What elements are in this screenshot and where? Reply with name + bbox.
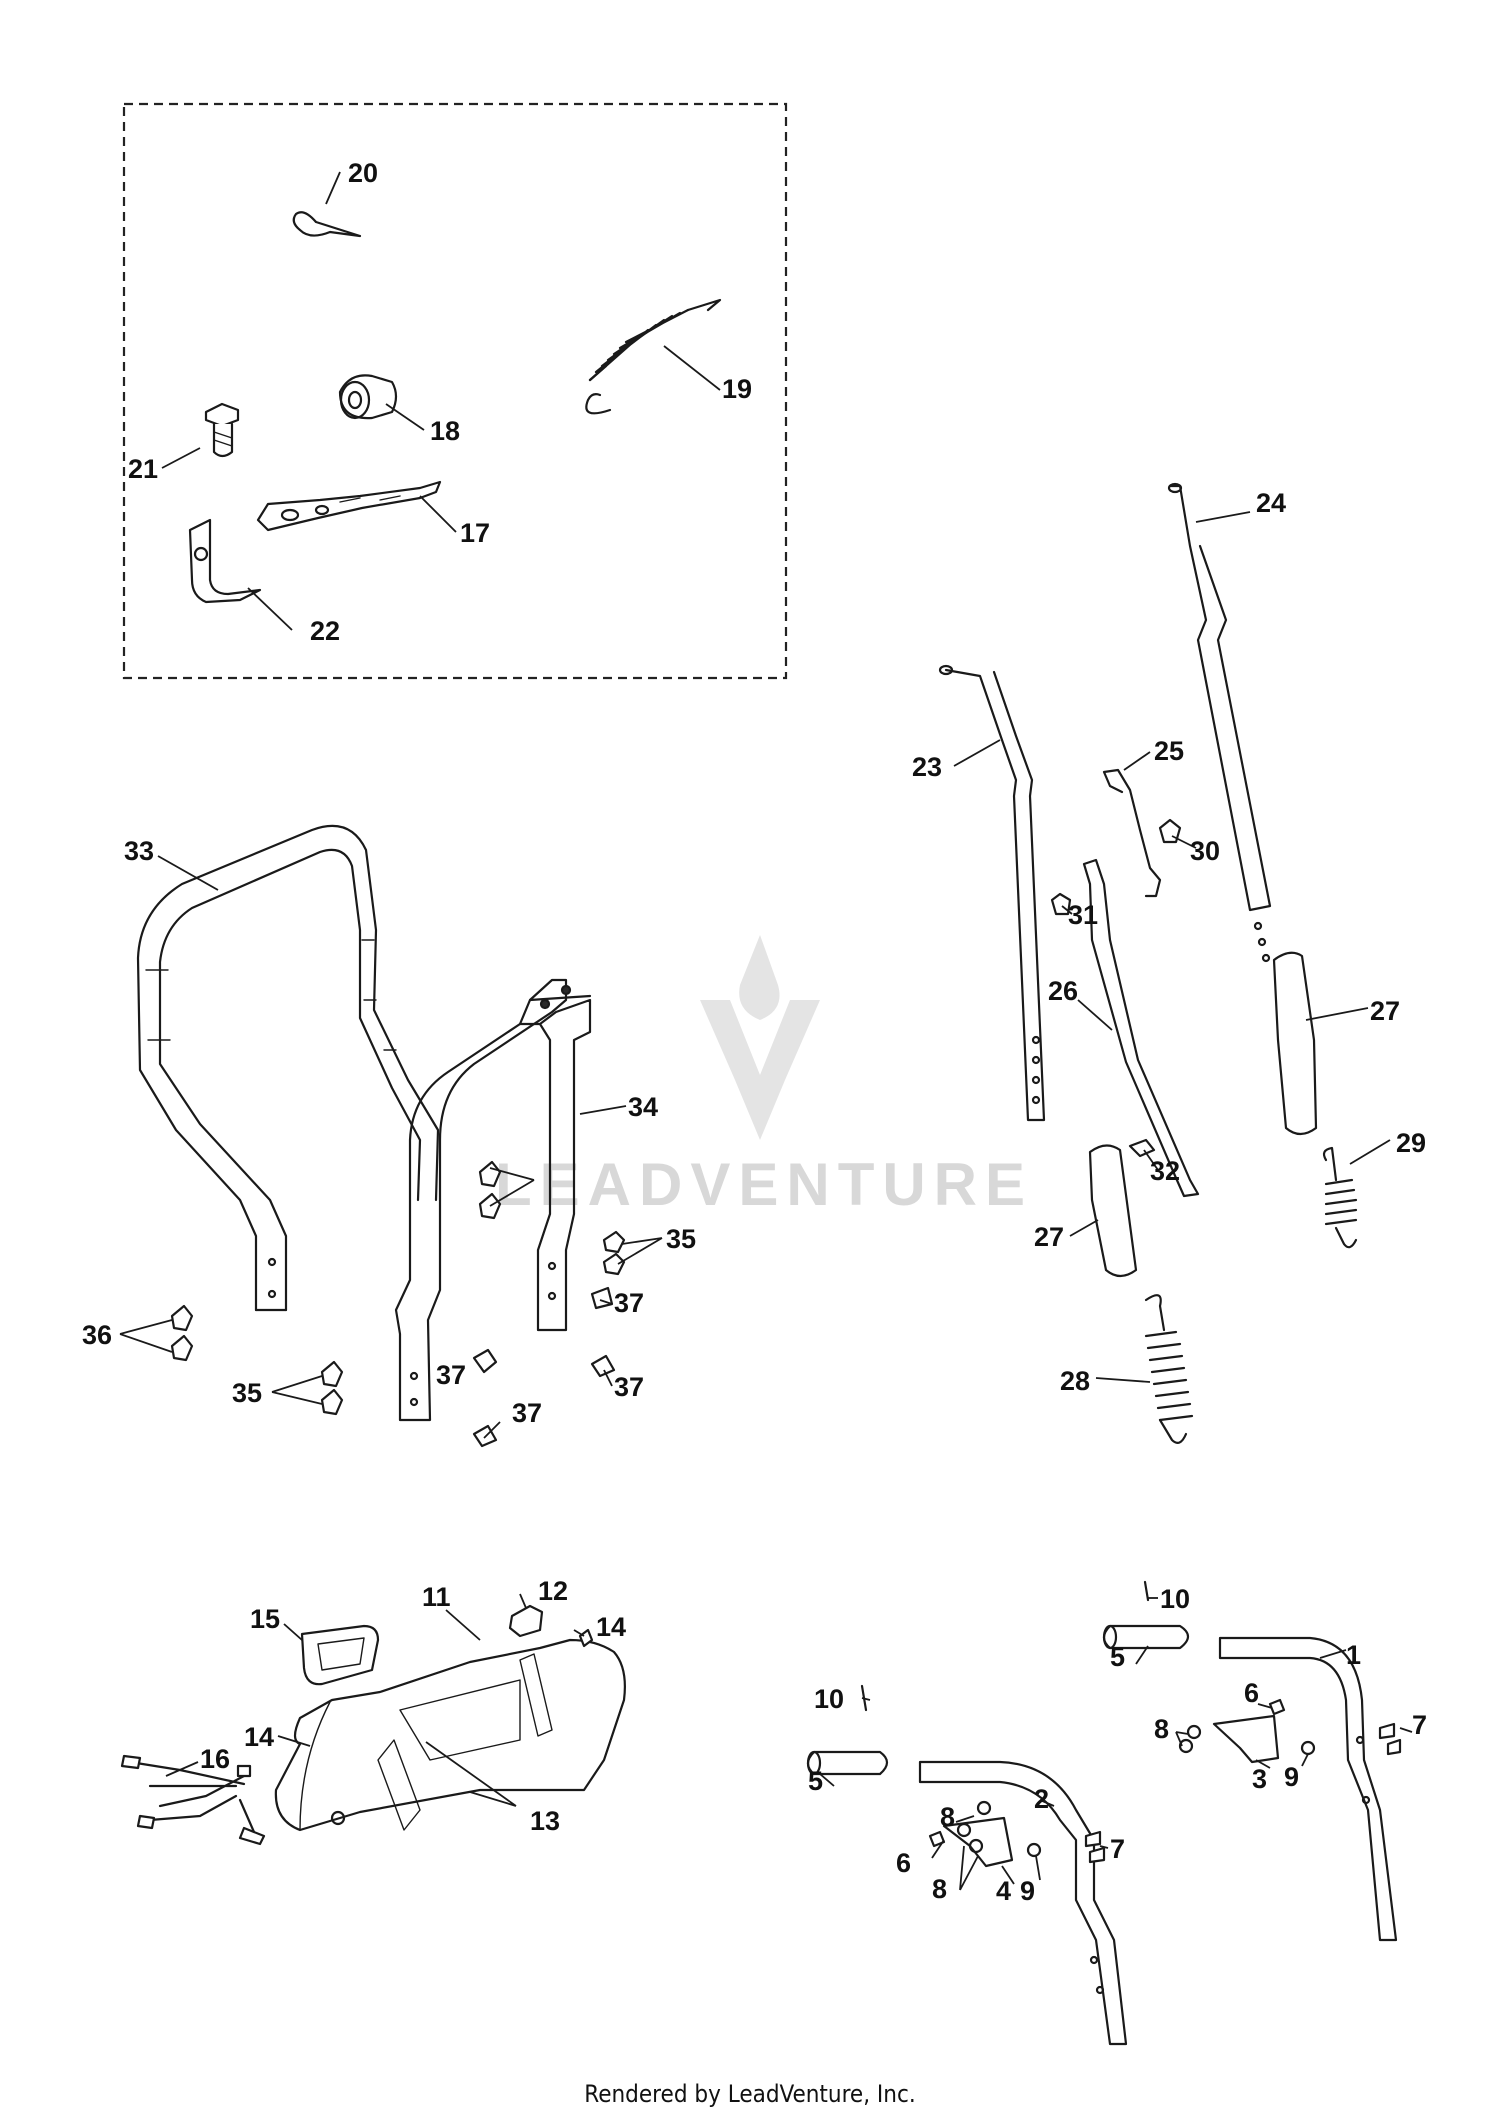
callout-9-right[interactable]: 9 [1284, 1762, 1299, 1792]
footer-rendered-by: Rendered by LeadVenture, Inc. [584, 2080, 916, 2108]
callout-16[interactable]: 16 [200, 1744, 230, 1774]
watermark: LEADVENTURE [495, 935, 1033, 1218]
callout-26[interactable]: 26 [1048, 976, 1078, 1006]
callout-10-left[interactable]: 10 [814, 1684, 844, 1714]
callout-8-left-top[interactable]: 8 [940, 1802, 955, 1832]
part-24-control-rod[interactable] [1167, 482, 1272, 963]
kit-boundary-box [122, 102, 788, 680]
watermark-text: LEADVENTURE [495, 1151, 1033, 1218]
callout-35-right[interactable]: 35 [666, 1224, 696, 1254]
part-22-angle-bracket[interactable] [188, 518, 262, 604]
handle-fasteners[interactable] [170, 1160, 626, 1448]
callout-5-left[interactable]: 5 [808, 1766, 823, 1796]
callout-34[interactable]: 34 [628, 1092, 658, 1122]
callout-8-left[interactable]: 8 [932, 1874, 947, 1904]
part-34-lower-handle[interactable] [394, 978, 592, 1422]
callout-35-left[interactable]: 35 [232, 1378, 262, 1408]
callout-32[interactable]: 32 [1150, 1156, 1180, 1186]
part-19-spring[interactable] [585, 298, 722, 415]
callout-15[interactable]: 15 [250, 1604, 280, 1634]
part-26-link-rod[interactable] [1082, 858, 1200, 1198]
callout-19[interactable]: 19 [722, 374, 752, 404]
callout-27-upper[interactable]: 27 [1370, 996, 1400, 1026]
callout-7-left[interactable]: 7 [1110, 1834, 1125, 1864]
callout-3[interactable]: 3 [1252, 1764, 1267, 1794]
callout-37-d[interactable]: 37 [512, 1398, 542, 1428]
callout-labels: 20 19 18 21 17 22 23 24 25 30 31 26 27 3… [82, 158, 1427, 1906]
callout-20[interactable]: 20 [348, 158, 378, 188]
part-25-link[interactable] [1102, 768, 1162, 898]
callout-6-right[interactable]: 6 [1244, 1678, 1259, 1708]
part-16-wire-harness[interactable] [120, 1754, 266, 1846]
callout-17[interactable]: 17 [460, 518, 490, 548]
callout-33[interactable]: 33 [124, 836, 154, 866]
part-14-plug[interactable] [578, 1628, 594, 1648]
part-3-4-brackets[interactable] [942, 1714, 1280, 1868]
callout-25[interactable]: 25 [1154, 736, 1184, 766]
callout-10-right[interactable]: 10 [1160, 1584, 1190, 1614]
callout-7-right[interactable]: 7 [1412, 1710, 1427, 1740]
callout-14-left[interactable]: 14 [244, 1722, 274, 1752]
part-21-shoulder-bolt[interactable] [204, 402, 240, 458]
callout-5-right[interactable]: 5 [1110, 1642, 1125, 1672]
part-33-upper-handle[interactable] [136, 824, 440, 1312]
callout-28[interactable]: 28 [1060, 1366, 1090, 1396]
part-23-control-rod[interactable] [938, 664, 1046, 1122]
callout-18[interactable]: 18 [430, 416, 460, 446]
callout-37-a[interactable]: 37 [614, 1288, 644, 1318]
part-20-hairpin-clip[interactable] [292, 211, 362, 238]
callout-23[interactable]: 23 [912, 752, 942, 782]
callout-12[interactable]: 12 [538, 1576, 568, 1606]
callout-24[interactable]: 24 [1256, 488, 1286, 518]
part-1-right-handle[interactable] [1218, 1636, 1398, 1942]
callout-14-right[interactable]: 14 [596, 1612, 626, 1642]
part-27-grip[interactable] [1088, 951, 1318, 1278]
callout-31[interactable]: 31 [1068, 900, 1098, 930]
part-12-switch[interactable] [508, 1604, 544, 1638]
part-17-plate[interactable] [256, 480, 442, 532]
part-29-spring[interactable] [1322, 1146, 1358, 1249]
callout-11[interactable]: 11 [422, 1582, 451, 1612]
part-28-spring[interactable] [1144, 1294, 1194, 1444]
callout-27-lower[interactable]: 27 [1034, 1222, 1064, 1252]
callout-13[interactable]: 13 [530, 1806, 560, 1836]
part-32-clip[interactable] [1128, 1138, 1156, 1158]
part-11-dash-panel[interactable] [274, 1638, 626, 1832]
part-2-left-handle[interactable] [918, 1760, 1128, 2046]
callout-22[interactable]: 22 [310, 616, 340, 646]
callout-1[interactable]: 1 [1346, 1640, 1361, 1670]
callout-21[interactable]: 21 [128, 454, 158, 484]
callout-2[interactable]: 2 [1034, 1784, 1049, 1814]
callout-36[interactable]: 36 [82, 1320, 112, 1350]
part-15-bezel[interactable] [300, 1624, 380, 1686]
part-5-hand-grips[interactable] [806, 1624, 1190, 1776]
callout-8-right[interactable]: 8 [1154, 1714, 1169, 1744]
callout-30[interactable]: 30 [1190, 836, 1220, 866]
callout-leaders [119, 171, 1413, 1891]
callout-9-left[interactable]: 9 [1020, 1876, 1035, 1906]
callout-29[interactable]: 29 [1396, 1128, 1426, 1158]
callout-37-b[interactable]: 37 [436, 1360, 466, 1390]
callout-6-left[interactable]: 6 [896, 1848, 911, 1878]
callout-4[interactable]: 4 [996, 1876, 1011, 1906]
part-18-bushing[interactable] [338, 374, 398, 420]
callout-37-c[interactable]: 37 [614, 1372, 644, 1402]
